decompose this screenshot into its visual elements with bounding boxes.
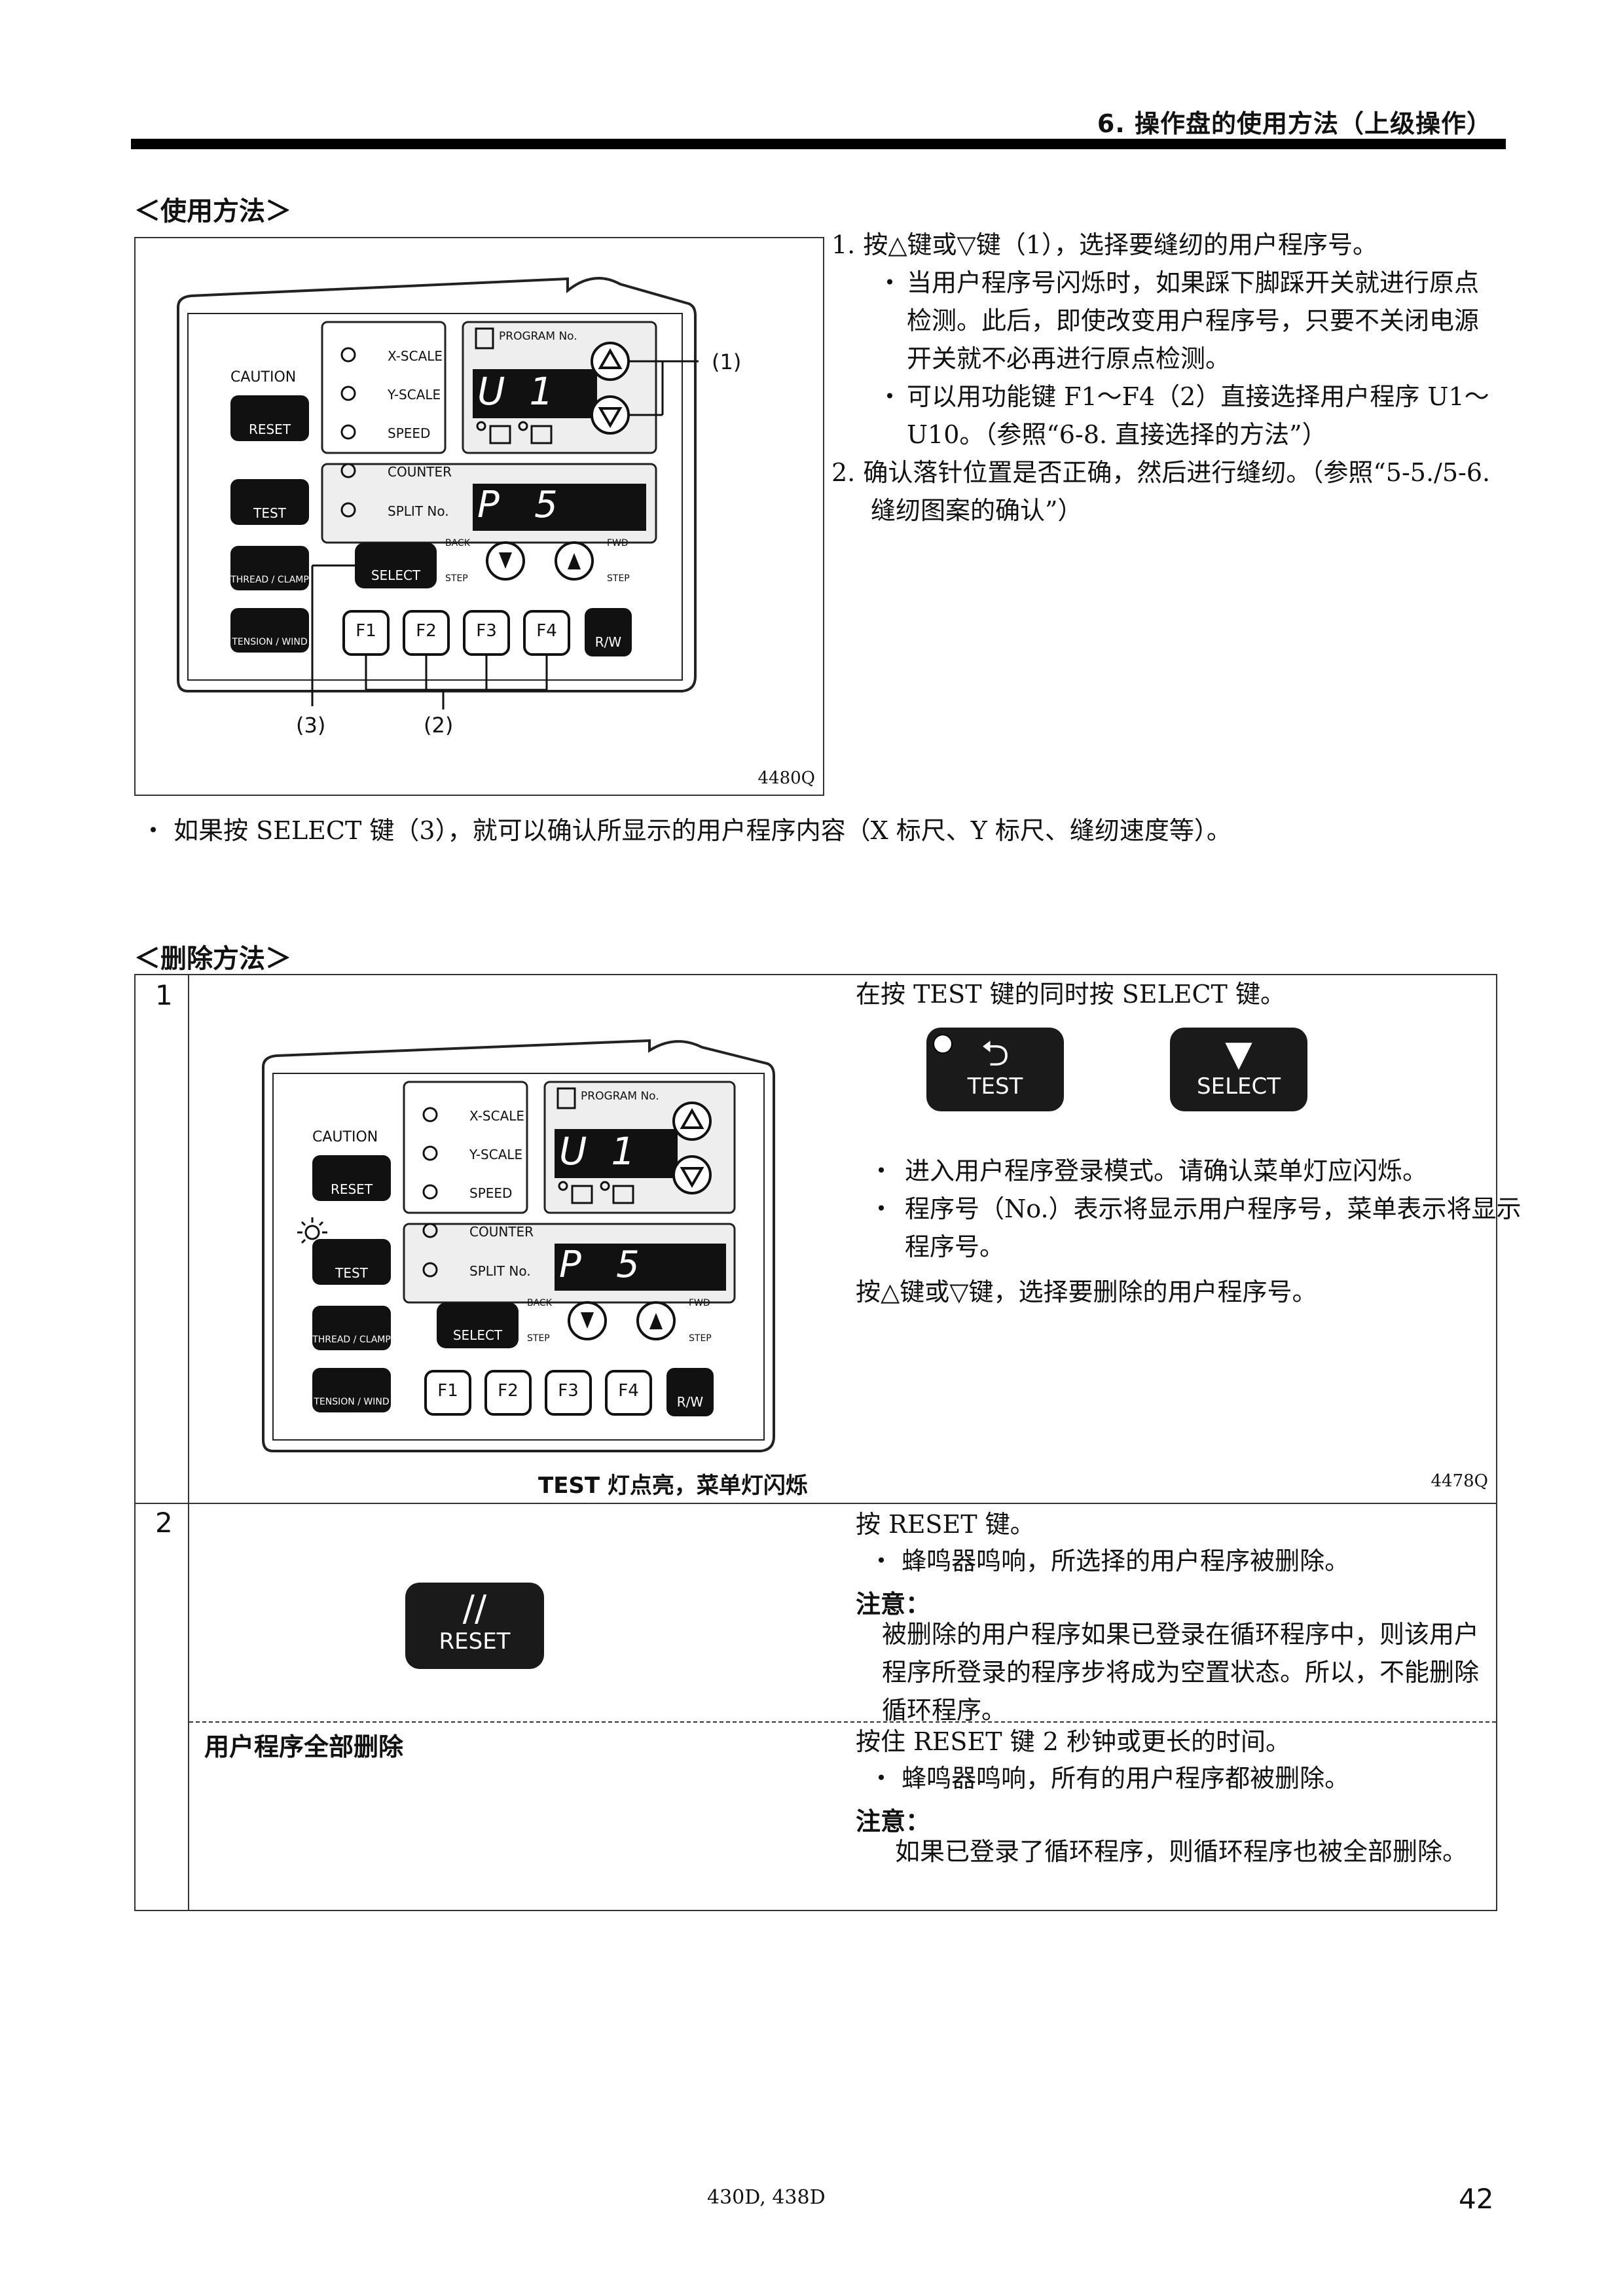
select-key-label[interactable]: SELECT [371, 567, 421, 583]
fwd-label-2: FWD [689, 1298, 710, 1308]
x-scale-label-2: X-SCALE [469, 1108, 525, 1124]
f3-key[interactable]: F3 [476, 621, 497, 641]
row1-instruction: 在按 TEST 键的同时按 SELECT 键。 [856, 980, 1285, 1009]
row3-instruction: 按住 RESET 键 2 秒钟或更长的时间。 [856, 1727, 1290, 1756]
header-rule [131, 139, 1506, 149]
test-key-label[interactable]: TEST [253, 505, 286, 521]
usage-figure: CAUTION RESET TEST THREAD / CLAMP TENSIO… [134, 237, 824, 796]
callout-2: (2) [424, 713, 454, 738]
row1-bullet-2: ・程序号（No.）表示将显示用户程序号，菜单表示将显示程序号。 [869, 1194, 1522, 1261]
row3-label: 用户程序全部删除 [204, 1732, 404, 1761]
counter-label-2: COUNTER [469, 1224, 534, 1240]
f2-key-2[interactable]: F2 [498, 1381, 519, 1401]
usage-step1-bullet-1: ・当用户程序号闪烁时，如果踩下脚踩开关就进行原点检测。此后，即使改变用户程序号，… [877, 268, 1480, 373]
row1-bullets: ・进入用户程序登录模式。请确认菜单灯应闪烁。 ・程序号（No.）表示将显示用户程… [869, 1152, 1527, 1266]
usage-step-1: 1. 按△键或▽键（1），选择要缝纫的用户程序号。 [831, 230, 1377, 259]
usage-step-2: 2. 确认落针位置是否正确，然后进行缝纫。（参照“5-5./5-6. 缝纫图案的… [831, 458, 1491, 525]
rw-key-2[interactable]: R/W [676, 1394, 704, 1410]
thread-clamp-label-2[interactable]: THREAD / CLAMP [312, 1335, 391, 1345]
usage-steps: 1. 按△键或▽键（1），选择要缝纫的用户程序号。 ・当用户程序号闪烁时，如果踩… [831, 226, 1499, 529]
select-key-shape[interactable] [355, 543, 437, 588]
chapter-header: 6. 操作盘的使用方法（上级操作） [1097, 109, 1492, 138]
back-step-label: STEP [445, 573, 468, 584]
f1-key-2[interactable]: F1 [437, 1381, 458, 1401]
y-scale-label: Y-SCALE [388, 387, 441, 403]
tension-wind-label-2[interactable]: TENSION / WIND [314, 1397, 390, 1407]
page-number: 42 [1459, 2183, 1494, 2215]
usage-note: ・ 如果按 SELECT 键（3），就可以确认所显示的用户程序内容（X 标尺、Y… [141, 816, 1231, 845]
select-down-arrow-icon: ▼ [1225, 1033, 1252, 1074]
split-no-label: SPLIT No. [388, 503, 449, 519]
speed-label: SPEED [388, 425, 431, 441]
test-key[interactable]: ⮌ TEST [926, 1028, 1064, 1111]
thread-clamp-label[interactable]: THREAD / CLAMP [230, 575, 309, 585]
control-panel-diagram [177, 277, 699, 709]
speed-label-2: SPEED [469, 1185, 513, 1201]
reset-key-label[interactable]: RESET [248, 422, 291, 437]
f4-key-2[interactable]: F4 [618, 1381, 639, 1401]
row2-bullet: ・ 蜂鸣器鸣响，所选择的用户程序被删除。 [869, 1547, 1350, 1575]
program-display-2: U 1 [559, 1129, 636, 1174]
x-scale-label: X-SCALE [388, 348, 443, 364]
row1-caption: TEST 灯点亮，菜单灯闪烁 [538, 1473, 808, 1499]
f2-key[interactable]: F2 [416, 621, 437, 641]
reset-slash-icon: // [462, 1588, 487, 1629]
delete-panel-figure: CAUTION RESET TEST THREAD / CLAMP TENSIO… [257, 1037, 911, 1463]
row1-number: 1 [155, 979, 173, 1011]
row2-instruction: 按 RESET 键。 [856, 1510, 1035, 1539]
y-scale-label-2: Y-SCALE [469, 1147, 523, 1162]
usage-section-title: ＜使用方法＞ [134, 196, 291, 226]
test-key-label-2[interactable]: TEST [335, 1265, 368, 1281]
f1-key[interactable]: F1 [356, 621, 376, 641]
counter-label: COUNTER [388, 464, 452, 480]
caution-label-2: CAUTION [312, 1129, 378, 1145]
back-label: BACK [445, 538, 470, 548]
row1-bullet-1: ・进入用户程序登录模式。请确认菜单灯应闪烁。 [869, 1157, 1428, 1185]
row2-note-title: 注意： [856, 1590, 931, 1619]
row3-bullet: ・ 蜂鸣器鸣响，所有的用户程序都被删除。 [869, 1764, 1350, 1793]
row3-note: 如果已登录了循环程序，则循环程序也被全部删除。 [895, 1837, 1468, 1866]
back-label-2: BACK [527, 1298, 552, 1308]
split-display: P 5 [477, 484, 558, 526]
split-no-label-2: SPLIT No. [469, 1263, 531, 1279]
row3-note-title: 注意： [856, 1807, 931, 1836]
callout-1: (1) [712, 350, 742, 374]
reset-key-label-2[interactable]: RESET [330, 1181, 373, 1197]
split-display-2: P 5 [559, 1244, 640, 1286]
select-key[interactable]: ▼ SELECT [1170, 1028, 1307, 1111]
fwd-step-label-2: STEP [689, 1333, 712, 1344]
test-led-icon [933, 1034, 953, 1054]
figure-code: 4480Q [757, 768, 815, 788]
fwd-label: FWD [607, 538, 629, 548]
row2-number: 2 [155, 1507, 173, 1539]
control-panel-diagram-2 [262, 1039, 775, 1452]
reset-key[interactable]: // RESET [405, 1583, 544, 1669]
row1-after: 按△键或▽键，选择要删除的用户程序号。 [856, 1278, 1317, 1306]
delete-table: 1 [134, 974, 1522, 1911]
usage-step1-bullet-2: ・可以用功能键 F1～F4（2）直接选择用户程序 U1～U10。（参照“6-8.… [877, 382, 1489, 449]
f4-key[interactable]: F4 [536, 621, 557, 641]
back-step-label-2: STEP [527, 1333, 550, 1344]
row1-figure-code: 4478Q [1431, 1471, 1488, 1491]
delete-section-title: ＜删除方法＞ [134, 944, 291, 974]
tension-wind-label[interactable]: TENSION / WIND [232, 637, 308, 647]
test-return-icon: ⮌ [981, 1033, 1010, 1074]
program-display: U 1 [477, 369, 554, 414]
rw-key[interactable]: R/W [594, 634, 622, 650]
caution-label: CAUTION [230, 369, 297, 386]
program-no-label-2: PROGRAM No. [581, 1090, 659, 1103]
select-key-label-2[interactable]: SELECT [452, 1327, 503, 1343]
row2-note: 被删除的用户程序如果已登录在循环程序中，则该用户程序所登录的程序步将成为空置状态… [882, 1620, 1480, 1725]
fwd-step-label: STEP [607, 573, 630, 584]
program-no-label: PROGRAM No. [499, 330, 577, 343]
callout-3: (3) [296, 713, 326, 738]
f3-key-2[interactable]: F3 [558, 1381, 579, 1401]
footer-model: 430D, 438D [707, 2186, 826, 2209]
